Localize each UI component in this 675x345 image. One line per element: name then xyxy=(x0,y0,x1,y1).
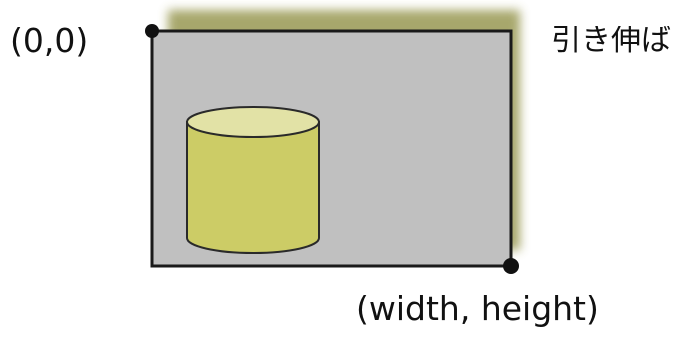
origin-label: (0,0) xyxy=(10,21,89,60)
cylinder-body xyxy=(186,121,320,254)
cylinder-shape xyxy=(186,106,320,254)
corner-label: (width, height) xyxy=(356,289,599,328)
cylinder-top xyxy=(186,106,320,138)
origin-marker xyxy=(145,24,159,38)
corner-marker xyxy=(503,258,519,274)
stretch-label: 引き伸ばし xyxy=(551,26,675,56)
